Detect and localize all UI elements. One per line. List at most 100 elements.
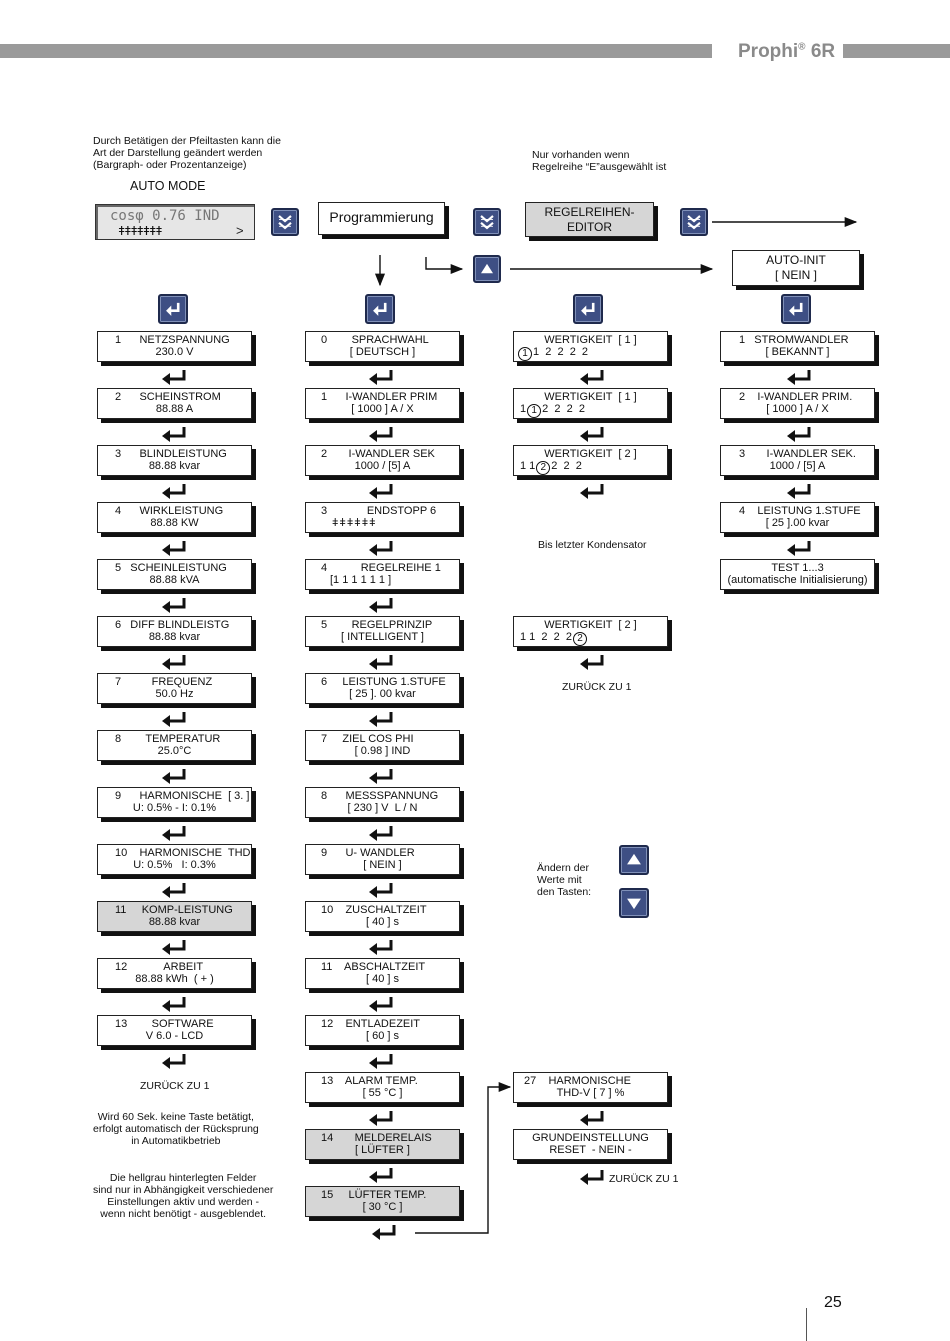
lcd-display: cosφ 0.76 IND ǂǂǂǂǂǂǂ > xyxy=(95,204,255,240)
c2-row-0: 0 SPRACHWAHL[ DEUTSCH ] xyxy=(305,331,460,362)
c4-row-3: 4 LEISTUNG 1.STUFE[ 25 ].00 kvar xyxy=(720,502,875,533)
return-arrow-icon xyxy=(580,484,604,499)
double-down-button-1[interactable] xyxy=(271,208,299,236)
down-arrow-icon xyxy=(627,898,641,910)
programmierung-box: Programmierung xyxy=(318,202,445,235)
return-arrow-icon xyxy=(580,370,604,385)
double-down-icon xyxy=(480,215,494,230)
return-arrow-icon xyxy=(787,541,811,556)
double-down-icon xyxy=(687,215,701,230)
c4-row-0: 1 STROMWANDLER[ BEKANNT ] xyxy=(720,331,875,362)
return-arrow-icon xyxy=(162,655,186,670)
note-arrow-keys: Durch Betätigen der Pfeiltasten kann die… xyxy=(93,135,281,171)
return-arrow-icon xyxy=(372,1225,396,1240)
c1-row-8: 9 HARMONISCHE [ 3. ]U: 0.5% - I: 0.1% xyxy=(97,787,252,818)
regelreihen-editor-box: REGELREIHEN-EDITOR xyxy=(525,202,654,237)
enter-icon xyxy=(373,302,387,316)
return-arrow-icon xyxy=(369,883,393,898)
page-number: 25 xyxy=(824,1294,842,1311)
return-arrow-icon xyxy=(369,370,393,385)
note-until-last: Bis letzter Kondensator xyxy=(538,539,647,551)
return-arrow-icon xyxy=(369,484,393,499)
c2-row-9: 9 U- WANDLER[ NEIN ] xyxy=(305,844,460,875)
c2-row-8: 8 MESSSPANNUNG[ 230 ] V L / N xyxy=(305,787,460,818)
return-arrow-icon xyxy=(580,655,604,670)
back-to-1-col1: ZURÜCK ZU 1 xyxy=(140,1080,210,1092)
return-arrow-icon xyxy=(369,940,393,955)
double-down-icon xyxy=(278,215,292,230)
back-to-1-col3b: ZURÜCK ZU 1 xyxy=(609,1173,679,1185)
c2-row-1: 1 I-WANDLER PRIM[ 1000 ] A / X xyxy=(305,388,460,419)
c2-row-4: 4 REGELREIHE 1[1 1 1 1 1 1 ] xyxy=(305,559,460,590)
enter-button-col3[interactable] xyxy=(573,294,603,324)
return-arrow-icon xyxy=(580,427,604,442)
return-arrow-icon xyxy=(580,1170,604,1185)
double-down-button-3[interactable] xyxy=(680,208,708,236)
auto-init-box: AUTO-INIT[ NEIN ] xyxy=(732,250,860,286)
return-arrow-icon xyxy=(369,541,393,556)
return-arrow-icon xyxy=(369,826,393,841)
return-arrow-icon xyxy=(369,997,393,1012)
up-arrow-icon xyxy=(627,853,641,865)
return-arrow-icon xyxy=(787,484,811,499)
arrow-to-col3b xyxy=(415,1081,512,1234)
enter-button-col4[interactable] xyxy=(781,294,811,324)
c4-row-2: 3 I-WANDLER SEK.1000 / [5] A xyxy=(720,445,875,476)
down-button-change[interactable] xyxy=(619,888,649,918)
c2-row-6: 6 LEISTUNG 1.STUFE[ 25 ]. 00 kvar xyxy=(305,673,460,704)
enter-button-col2[interactable] xyxy=(365,294,395,324)
double-down-button-2[interactable] xyxy=(473,208,501,236)
return-arrow-icon xyxy=(162,940,186,955)
return-arrow-icon xyxy=(162,997,186,1012)
enter-icon xyxy=(581,302,595,316)
up-button-top[interactable] xyxy=(473,255,501,283)
return-arrow-icon xyxy=(162,484,186,499)
lcd-text: cosφ 0.76 IND xyxy=(110,208,220,224)
enter-button-col1[interactable] xyxy=(158,294,188,324)
return-arrow-icon xyxy=(580,1111,604,1126)
up-button-change[interactable] xyxy=(619,845,649,875)
c4-row-1: 2 I-WANDLER PRIM.[ 1000 ] A / X xyxy=(720,388,875,419)
return-arrow-icon xyxy=(162,598,186,613)
return-arrow-icon xyxy=(162,883,186,898)
return-arrow-icon xyxy=(162,541,186,556)
note-grey-fields: Die hellgrau hinterlegten Felder sind nu… xyxy=(93,1172,274,1220)
return-arrow-icon xyxy=(369,1168,393,1183)
c2-row-7: 7 ZIEL COS PHI[ 0.98 ] IND xyxy=(305,730,460,761)
header-bar-left xyxy=(0,44,712,58)
return-arrow-icon xyxy=(369,1111,393,1126)
active-digit-marker: 1 xyxy=(527,404,542,418)
return-arrow-icon xyxy=(162,712,186,727)
return-arrow-icon xyxy=(369,712,393,727)
c4-row-4: TEST 1...3(automatische Initialisierung) xyxy=(720,559,875,590)
note-auto-mode: AUTO MODE xyxy=(130,179,206,193)
enter-icon xyxy=(166,302,180,316)
c2-row-11: 11 ABSCHALTZEIT[ 40 ] s xyxy=(305,958,460,989)
active-digit-marker: 2 xyxy=(572,632,587,646)
return-arrow-icon xyxy=(162,826,186,841)
return-arrow-icon xyxy=(787,427,811,442)
enter-icon xyxy=(789,302,803,316)
return-arrow-icon xyxy=(162,370,186,385)
return-arrow-icon xyxy=(162,427,186,442)
return-arrow-icon xyxy=(162,1054,186,1069)
return-arrow-icon xyxy=(787,370,811,385)
arrow-to-up-key xyxy=(425,257,464,275)
active-digit-marker: 1 xyxy=(518,347,532,361)
brand-title: Prophi® 6R xyxy=(738,41,836,62)
page-number-divider xyxy=(806,1308,807,1341)
return-arrow-icon xyxy=(162,769,186,784)
